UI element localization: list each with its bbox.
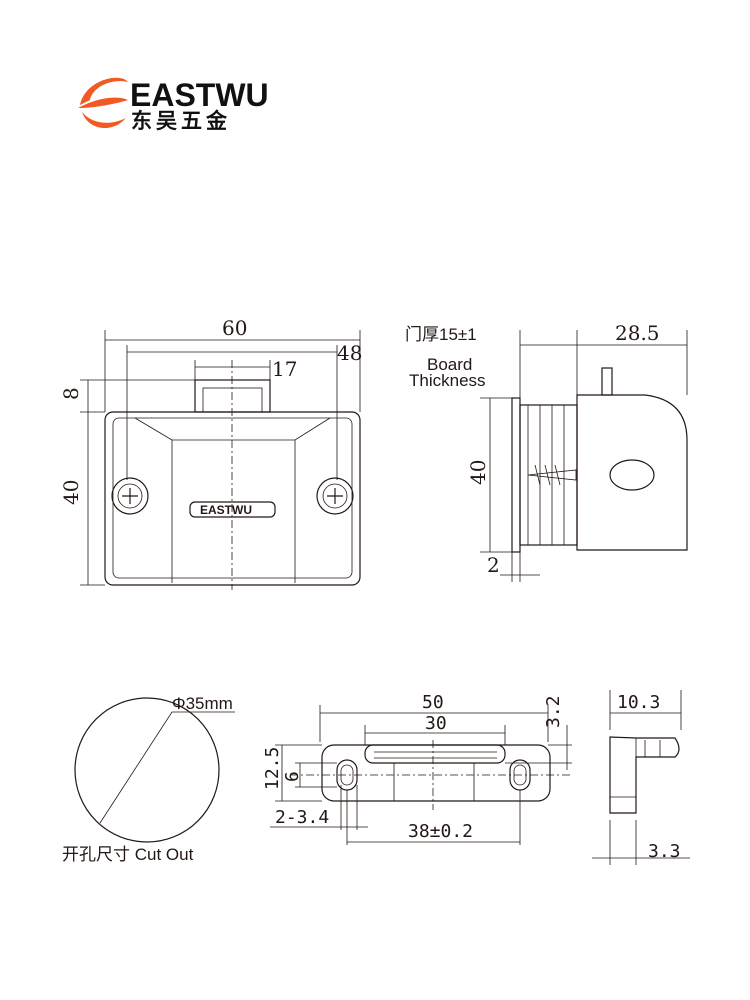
dim-height: 40 bbox=[59, 480, 83, 505]
eastwu-logo: EASTWU 东吴五金 bbox=[78, 77, 269, 133]
screw-left-icon bbox=[111, 477, 149, 515]
dim-plate-height: 12.5 bbox=[262, 747, 283, 790]
dim-tab-height: 8 bbox=[59, 387, 83, 400]
dim-screw-spacing: 48 bbox=[337, 341, 362, 365]
dim-tab-width: 17 bbox=[272, 357, 297, 381]
strike-plate-view: 50 30 3.2 12.5 6 2-3.4 38±0.2 bbox=[262, 692, 572, 845]
screw-right-icon bbox=[316, 477, 354, 515]
cutout-diameter: Φ35mm bbox=[172, 694, 233, 713]
logo-swoosh-icon bbox=[78, 77, 128, 129]
strike-side-view: 10.3 3.3 bbox=[592, 690, 690, 865]
logo-brand-cn: 东吴五金 bbox=[131, 109, 231, 133]
dim-offset: 3.2 bbox=[543, 695, 564, 728]
board-thickness-cn: 门厚15±1 bbox=[405, 325, 477, 344]
plate-logo: EASTWU bbox=[200, 503, 252, 517]
dim-strike-depth: 10.3 bbox=[617, 692, 660, 713]
dim-hole-spacing: 38±0.2 bbox=[408, 821, 473, 842]
dim-side-height: 40 bbox=[466, 460, 490, 485]
side-view: 门厚15±1 Board Thickness 28.5 40 2 bbox=[405, 321, 688, 582]
dim-strike-thickness: 3.3 bbox=[648, 841, 681, 862]
dim-hole-slot: 6 bbox=[282, 771, 303, 782]
dim-depth: 28.5 bbox=[615, 321, 660, 345]
logo-brand: EASTWU bbox=[130, 77, 269, 113]
board-label-2: Thickness bbox=[409, 371, 486, 390]
board-label-1: Board bbox=[427, 355, 472, 374]
dim-holes: 2-3.4 bbox=[275, 807, 329, 828]
dim-length: 50 bbox=[422, 692, 444, 713]
dim-flange: 2 bbox=[487, 553, 500, 577]
cutout-caption: 开孔尺寸 Cut Out bbox=[62, 845, 194, 864]
cutout-view: Φ35mm 开孔尺寸 Cut Out bbox=[62, 694, 235, 864]
dim-slot: 30 bbox=[425, 713, 447, 734]
front-view: EASTWU 60 48 17 8 40 bbox=[59, 316, 362, 590]
dim-width: 60 bbox=[222, 316, 247, 340]
